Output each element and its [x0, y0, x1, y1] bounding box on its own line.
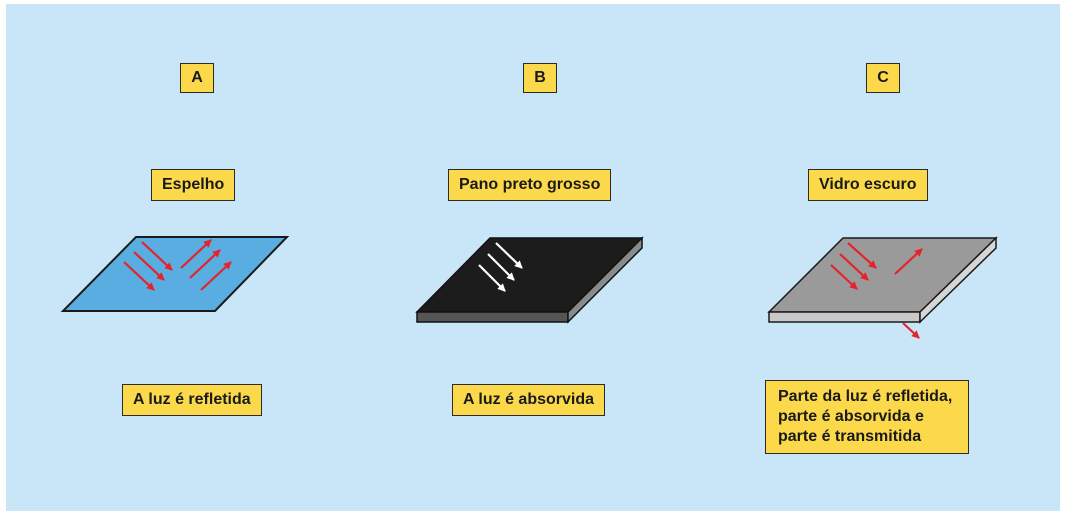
result-label-absorbed-text: A luz é absorvida [463, 391, 594, 408]
black-cloth-slab-group [415, 236, 644, 324]
transmitted-ray [902, 322, 920, 339]
incident-ray [141, 241, 173, 271]
material-label-dark-glass-text: Vidro escuro [819, 176, 917, 193]
incident-ray [830, 264, 858, 290]
material-label-dark-glass: Vidro escuro [808, 169, 928, 201]
glass-rays [830, 242, 923, 339]
absorbed-ray [487, 253, 515, 281]
result-label-reflected: A luz é refletida [122, 384, 262, 416]
incident-ray [123, 261, 155, 291]
dark-glass-side [919, 236, 997, 324]
mirror-reflected-rays [180, 239, 232, 291]
absorbed-ray [478, 264, 506, 292]
material-label-mirror: Espelho [151, 169, 236, 201]
black-cloth-front [416, 311, 569, 323]
mirror-surface [60, 236, 290, 312]
label-b-text: B [534, 69, 546, 86]
result-line-1: Parte da luz é refletida, [778, 388, 953, 405]
result-label-absorbed: A luz é absorvida [452, 384, 605, 416]
reflected-ray [180, 239, 212, 269]
material-label-black-cloth-text: Pano preto grosso [459, 176, 601, 193]
reflected-ray [894, 248, 923, 275]
label-b: B [523, 63, 557, 93]
label-a-text: A [191, 69, 203, 86]
absorbed-rays [478, 242, 523, 292]
mirror-incident-rays [123, 241, 173, 291]
result-line-2: parte é absorvida e [778, 408, 924, 425]
result-line-3: parte é transmitida [778, 428, 922, 445]
reflected-ray [189, 249, 221, 279]
incident-ray [847, 242, 877, 269]
dark-glass-front [768, 311, 921, 323]
mirror-surface-group [60, 236, 290, 312]
dark-glass-slab-group [767, 236, 998, 339]
incident-ray [133, 251, 165, 281]
absorbed-ray [495, 242, 523, 269]
result-label-reflected-text: A luz é refletida [133, 391, 251, 408]
label-c: C [866, 63, 900, 93]
result-label-partial: Parte da luz é refletida, parte é absorv… [765, 380, 969, 454]
material-label-black-cloth: Pano preto grosso [448, 169, 612, 201]
material-label-mirror-text: Espelho [162, 176, 225, 193]
reflected-ray [200, 261, 232, 291]
black-cloth-side [567, 236, 643, 324]
incident-ray [839, 253, 869, 281]
label-a: A [180, 63, 214, 93]
label-c-text: C [877, 69, 889, 86]
